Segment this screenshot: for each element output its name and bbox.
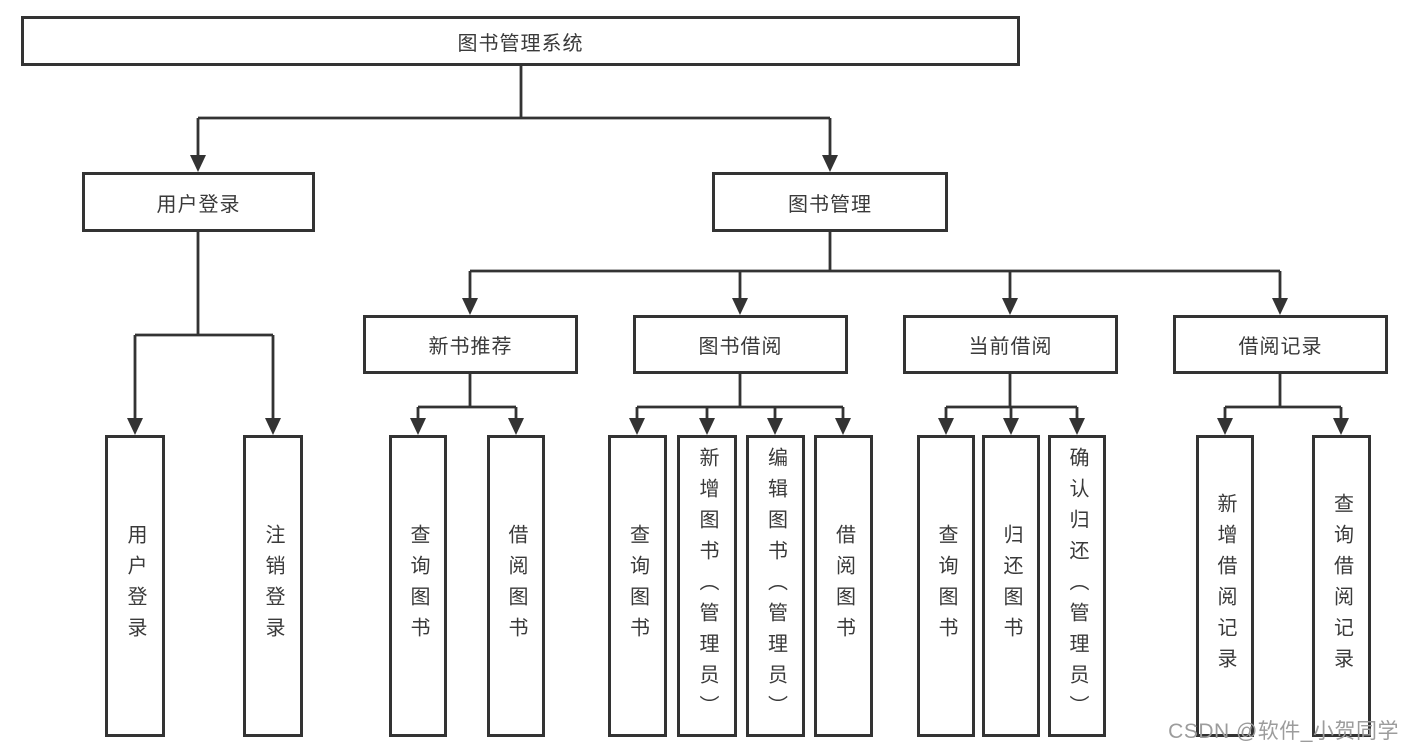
arrowhead: [190, 155, 206, 172]
node-book-borrow: 图书借阅: [633, 315, 848, 374]
leaf-borrow-books: 借阅图书: [814, 435, 873, 737]
arrowhead: [508, 418, 524, 435]
node-new-book-recommend: 新书推荐: [363, 315, 578, 374]
arrowhead: [1272, 298, 1288, 315]
leaf-label: 查询图书: [935, 524, 957, 648]
connector-current-borrow: [944, 373, 1079, 419]
leaf-label: 借阅图书: [505, 524, 527, 648]
arrowhead: [835, 418, 851, 435]
leaf-label: 新增图书（管理员）: [696, 446, 718, 726]
arrowhead: [1003, 418, 1019, 435]
node-root: 图书管理系统: [21, 16, 1020, 66]
arrowhead: [732, 298, 748, 315]
leaf-label: 查询图书: [407, 524, 429, 648]
leaf-label: 编辑图书（管理员）: [764, 446, 787, 726]
leaf-label: 确认归还（管理员）: [1066, 446, 1088, 726]
leaf-label: 借阅图书: [832, 524, 855, 648]
connector-book-borrow: [635, 373, 845, 419]
leaf-query-books-borrow: 查询图书: [608, 435, 667, 737]
arrowhead: [410, 418, 426, 435]
arrowhead: [1333, 418, 1349, 435]
leaf-logout: 注销登录: [243, 435, 303, 737]
node-user-login: 用户登录: [82, 172, 315, 232]
arrowhead: [462, 298, 478, 315]
arrowhead: [1069, 418, 1085, 435]
leaf-label: 归还图书: [1000, 524, 1022, 648]
leaf-confirm-return-admin: 确认归还（管理员）: [1048, 435, 1106, 737]
arrowhead: [767, 418, 783, 435]
leaf-user-login: 用户登录: [105, 435, 165, 737]
arrowhead: [1217, 418, 1233, 435]
leaf-label: 新增借阅记录: [1214, 493, 1236, 679]
node-current-borrow: 当前借阅: [903, 315, 1118, 374]
connector-borrow-records: [1223, 373, 1343, 419]
arrowhead: [699, 418, 715, 435]
arrowhead: [1002, 298, 1018, 315]
csdn-watermark: CSDN @软件_小贺同学: [1168, 720, 1399, 743]
connector-user-login: [133, 232, 275, 419]
leaf-add-books-admin: 新增图书（管理员）: [677, 435, 737, 737]
leaf-query-books-recommend: 查询图书: [389, 435, 447, 737]
leaf-query-books-current: 查询图书: [917, 435, 975, 737]
arrowhead: [127, 418, 143, 435]
arrowhead: [265, 418, 281, 435]
leaf-query-borrow-record: 查询借阅记录: [1312, 435, 1371, 737]
leaf-borrow-books-recommend: 借阅图书: [487, 435, 545, 737]
arrowhead: [629, 418, 645, 435]
connector-new-book: [416, 373, 518, 419]
leaf-label: 用户登录: [124, 524, 146, 648]
arrowhead: [938, 418, 954, 435]
leaf-label: 查询图书: [626, 524, 649, 648]
leaf-label: 注销登录: [262, 524, 284, 648]
leaf-edit-books-admin: 编辑图书（管理员）: [746, 435, 805, 737]
connector-book-management: [468, 232, 1282, 299]
leaf-return-books: 归还图书: [982, 435, 1040, 737]
node-borrow-records: 借阅记录: [1173, 315, 1388, 374]
connector-root: [196, 66, 832, 156]
leaf-label: 查询借阅记录: [1330, 493, 1353, 679]
arrowhead: [822, 155, 838, 172]
node-book-management: 图书管理: [712, 172, 948, 232]
leaf-add-borrow-record: 新增借阅记录: [1196, 435, 1254, 737]
